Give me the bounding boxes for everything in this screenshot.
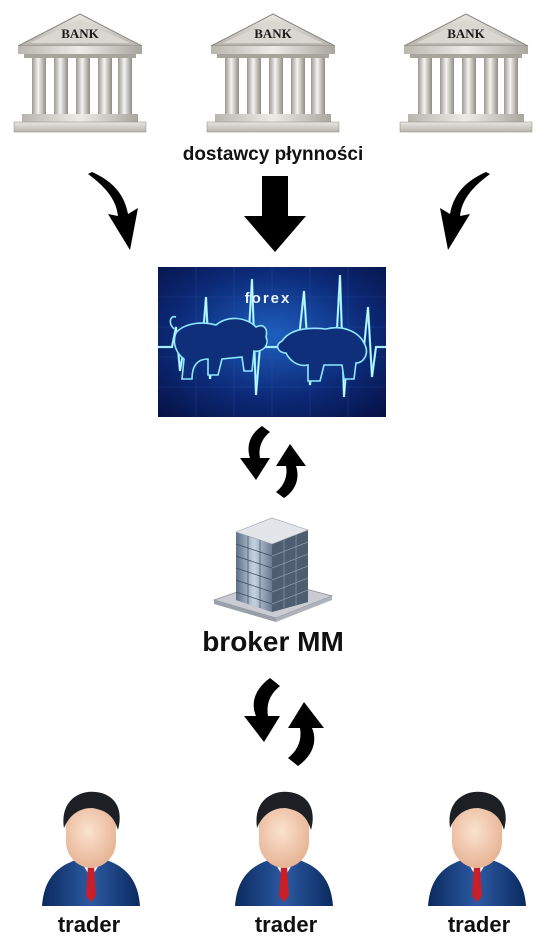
bank-label: BANK: [254, 26, 292, 41]
bank-label: BANK: [61, 26, 99, 41]
bank-building-icon: BANK: [13, 13, 147, 133]
liquidity-providers-label: dostawcy płynności: [182, 144, 364, 165]
bank-label: BANK: [447, 26, 485, 41]
businessman-avatar-icon: [42, 791, 140, 906]
bank-building-icon: BANK: [206, 13, 340, 133]
bank-building-icon: BANK: [399, 13, 533, 133]
exchange-arrows-icon: [244, 678, 324, 766]
curved-arrow-down-right-icon: [88, 172, 138, 250]
forex-market-image: forex: [158, 267, 386, 417]
trader-label: trader: [57, 912, 121, 937]
trader-label: trader: [254, 912, 318, 937]
trader-3: [422, 786, 532, 911]
broker-label: broker MM: [202, 626, 344, 657]
trader-label: trader: [447, 912, 511, 937]
office-building-icon: [212, 517, 334, 622]
bank-1: BANK: [10, 8, 150, 141]
trader-2: [229, 786, 339, 911]
trader-1: [36, 786, 146, 911]
forex-label: forex: [245, 290, 292, 307]
bank-2: BANK: [203, 8, 343, 141]
businessman-avatar-icon: [428, 791, 526, 906]
arrow-down-icon: [244, 176, 306, 252]
exchange-arrows-icon: [240, 426, 306, 498]
businessman-avatar-icon: [235, 791, 333, 906]
bank-3: BANK: [396, 8, 536, 141]
curved-arrow-down-left-icon: [440, 172, 490, 250]
